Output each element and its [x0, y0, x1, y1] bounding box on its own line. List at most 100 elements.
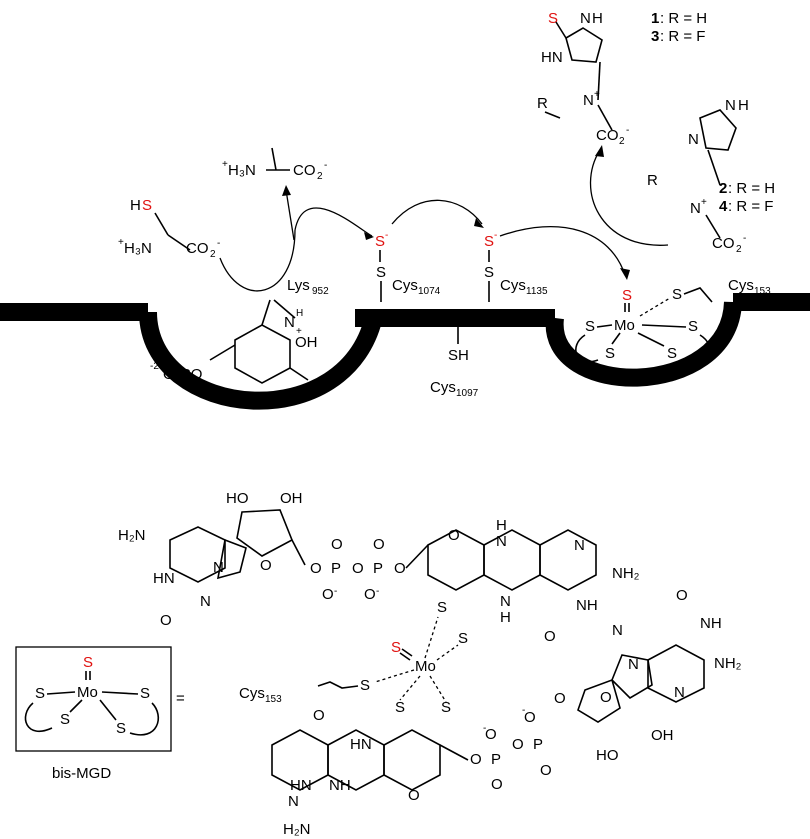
svg-text:N: N	[612, 622, 623, 639]
svg-text:P: P	[491, 751, 501, 768]
svg-text:H: H	[592, 10, 603, 27]
svg-text:HN: HN	[153, 570, 175, 587]
svg-text:OH: OH	[280, 490, 303, 507]
svg-text:O: O	[408, 787, 420, 804]
svg-text:S: S	[35, 685, 45, 702]
svg-text:CO: CO	[712, 235, 735, 252]
svg-text:S: S	[688, 318, 698, 335]
svg-text:-: -	[334, 586, 337, 597]
svg-text:Cys: Cys	[430, 379, 456, 396]
svg-text:SH: SH	[448, 347, 469, 364]
svg-text:S: S	[437, 599, 447, 616]
cys-hs: H	[130, 197, 141, 214]
svg-text:2: 2	[719, 180, 727, 197]
svg-text:R: R	[647, 172, 658, 189]
svg-text:S: S	[585, 318, 595, 335]
svg-text:N: N	[200, 593, 211, 610]
svg-text:+: +	[118, 237, 124, 248]
svg-text:HN: HN	[290, 777, 312, 794]
svg-text:R: R	[537, 95, 548, 112]
svg-text:NH₂: NH₂	[612, 565, 640, 582]
svg-text:+: +	[222, 159, 228, 170]
svg-text:+: +	[296, 326, 302, 337]
residue-labels: Lys 952 Cys 1074 Cys 1135 Cys 1097 Cys 1…	[287, 277, 771, 399]
svg-text:bis-MGD: bis-MGD	[52, 765, 111, 782]
svg-text:N: N	[688, 131, 699, 148]
svg-text:N: N	[628, 656, 639, 673]
svg-text:1097: 1097	[456, 388, 479, 399]
svg-text:S: S	[672, 286, 682, 303]
bis-mgd-legend-box: S Mo S S S S bis-MGD	[15, 646, 172, 782]
svg-text:S: S	[140, 685, 150, 702]
svg-text:NH: NH	[576, 597, 598, 614]
svg-text:H₃N: H₃N	[124, 240, 152, 257]
svg-text:-: -	[494, 230, 497, 241]
svg-text:Mo: Mo	[77, 684, 98, 701]
svg-text:O: O	[544, 628, 556, 645]
svg-text:O: O	[394, 560, 406, 577]
svg-text:+: +	[701, 197, 707, 208]
svg-text:O: O	[448, 527, 460, 544]
svg-text:O: O	[331, 536, 343, 553]
svg-text:NH: NH	[329, 777, 351, 794]
svg-text:+: +	[594, 89, 600, 100]
svg-text:O: O	[554, 690, 566, 707]
svg-text:N: N	[674, 684, 685, 701]
svg-text:O: O	[491, 776, 503, 793]
svg-text:153: 153	[754, 286, 771, 297]
svg-text:4: 4	[719, 198, 728, 215]
svg-text:: R = H: : R = H	[660, 10, 707, 27]
svg-text:S: S	[375, 233, 385, 250]
lower-mgd: S S HN NH O O HN N H₂N O P O - O O P O -…	[271, 587, 742, 838]
svg-text:HO: HO	[596, 747, 619, 764]
svg-text:-: -	[324, 160, 327, 171]
protein-backbone	[0, 293, 810, 410]
svg-text:HN: HN	[350, 736, 372, 753]
svg-text:S: S	[360, 677, 370, 694]
svg-text:CO: CO	[596, 127, 619, 144]
svg-text:S: S	[376, 264, 386, 281]
svg-text:H: H	[496, 517, 507, 534]
svg-text:O: O	[540, 762, 552, 779]
svg-text:O: O	[352, 560, 364, 577]
svg-text:S: S	[395, 699, 405, 716]
svg-text:S: S	[116, 720, 126, 737]
svg-text:O: O	[364, 586, 376, 603]
plp-cofactor: -2 O₃PO N H + OH	[150, 299, 318, 384]
upper-mgd: HO OH O H₂N HN O N N O P O O - O P O O -…	[118, 490, 640, 647]
svg-text:O₃PO: O₃PO	[163, 366, 202, 383]
persulfide-1074: S - S	[375, 230, 388, 302]
svg-text:-: -	[385, 230, 388, 241]
svg-text:O: O	[322, 586, 334, 603]
svg-text:S: S	[60, 711, 70, 728]
svg-text:S: S	[622, 287, 632, 304]
svg-text:O: O	[313, 707, 325, 724]
svg-text:S: S	[458, 630, 468, 647]
svg-text:Cys: Cys	[728, 277, 754, 294]
svg-text:-: -	[376, 586, 379, 597]
svg-text:3: 3	[651, 28, 659, 45]
thione-s: S	[548, 10, 558, 27]
svg-text:Mo: Mo	[415, 658, 436, 675]
svg-text:Mo: Mo	[614, 317, 635, 334]
svg-text:N: N	[583, 92, 594, 109]
svg-text:-: -	[743, 233, 746, 244]
svg-text:S: S	[83, 654, 93, 671]
svg-text:O: O	[485, 726, 497, 743]
svg-text:O: O	[600, 689, 612, 706]
cysteine-substrate: H S + H₃N CO 2 -	[118, 197, 220, 260]
svg-text:H: H	[296, 308, 303, 319]
svg-text:H: H	[738, 97, 749, 114]
svg-text:-: -	[217, 238, 220, 249]
svg-text:1135: 1135	[526, 286, 548, 297]
svg-text:O: O	[524, 709, 536, 726]
svg-text:H₂N: H₂N	[283, 821, 311, 838]
svg-text:P: P	[331, 560, 341, 577]
svg-text:Cys: Cys	[392, 277, 418, 294]
svg-text:Cys: Cys	[500, 277, 526, 294]
svg-text:N: N	[574, 537, 585, 554]
svg-text:H: H	[500, 609, 511, 626]
svg-text:O: O	[310, 560, 322, 577]
svg-text:O: O	[160, 612, 172, 629]
svg-text:CO: CO	[186, 240, 209, 257]
